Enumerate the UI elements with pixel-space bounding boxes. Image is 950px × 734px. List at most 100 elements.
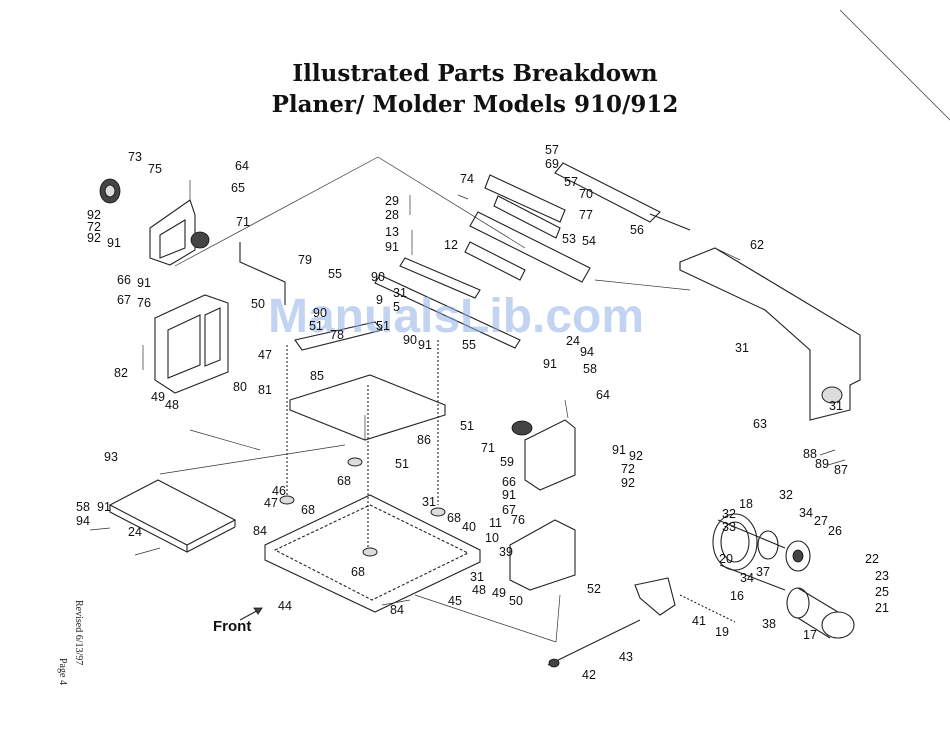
callout-40: 40 xyxy=(462,520,476,534)
callout-91: 91 xyxy=(107,236,121,250)
callout-11: 11 xyxy=(489,516,502,530)
callout-58: 58 xyxy=(76,500,90,514)
right-gearbox xyxy=(509,419,576,591)
callout-51: 51 xyxy=(309,319,323,333)
callout-31: 31 xyxy=(829,399,843,413)
callout-82: 82 xyxy=(114,366,128,380)
callout-68: 68 xyxy=(337,474,351,488)
callout-48: 48 xyxy=(472,583,486,597)
callout-48: 48 xyxy=(165,398,179,412)
callout-64: 64 xyxy=(235,159,249,173)
callout-73: 73 xyxy=(128,150,142,164)
callout-32: 32 xyxy=(779,488,793,502)
callout-67: 67 xyxy=(117,293,131,307)
callout-28: 28 xyxy=(385,208,399,222)
callout-66: 66 xyxy=(117,273,131,287)
threaded-posts xyxy=(279,340,446,557)
callout-46: 46 xyxy=(272,484,286,498)
callout-24: 24 xyxy=(128,525,142,539)
callout-94: 94 xyxy=(580,345,594,359)
callout-92: 92 xyxy=(87,208,101,222)
callout-59: 59 xyxy=(500,455,514,469)
callout-90: 90 xyxy=(371,270,385,284)
callout-57: 57 xyxy=(564,175,578,189)
callout-50: 50 xyxy=(509,594,523,608)
callout-9: 9 xyxy=(376,293,383,307)
callout-72: 72 xyxy=(87,220,101,234)
callout-70: 70 xyxy=(579,187,593,201)
callout-10: 10 xyxy=(485,531,499,545)
callout-64: 64 xyxy=(596,388,610,402)
callout-68: 68 xyxy=(351,565,365,579)
callout-25: 25 xyxy=(875,585,889,599)
callout-51: 51 xyxy=(460,419,474,433)
callout-84: 84 xyxy=(390,603,404,617)
callout-44: 44 xyxy=(278,599,292,613)
callout-89: 89 xyxy=(815,457,829,471)
callout-18: 18 xyxy=(739,497,753,511)
callout-76: 76 xyxy=(511,513,525,527)
callout-50: 50 xyxy=(251,297,265,311)
callout-58: 58 xyxy=(583,362,597,376)
callout-92: 92 xyxy=(621,476,635,490)
left-motor-bracket xyxy=(99,178,210,266)
page-number-label: Page 4 xyxy=(57,658,68,685)
callout-12: 12 xyxy=(444,238,458,252)
callout-76: 76 xyxy=(137,296,151,310)
callout-47: 47 xyxy=(258,348,272,362)
callout-72: 72 xyxy=(621,462,635,476)
page-title: Illustrated Parts Breakdown xyxy=(292,60,658,87)
callout-56: 56 xyxy=(630,223,644,237)
callout-57: 57 xyxy=(545,143,559,157)
callout-31: 31 xyxy=(393,286,407,300)
cutterhead-assembly xyxy=(374,162,691,349)
callout-74: 74 xyxy=(460,172,474,186)
callout-91: 91 xyxy=(137,276,151,290)
callout-69: 69 xyxy=(545,157,559,171)
callout-77: 77 xyxy=(579,208,593,222)
callout-87: 87 xyxy=(834,463,848,477)
page-edge-line xyxy=(839,9,950,121)
callout-55: 55 xyxy=(328,267,342,281)
upper-head-casting xyxy=(289,321,446,441)
callout-49: 49 xyxy=(151,390,165,404)
callout-71: 71 xyxy=(481,441,495,455)
callout-65: 65 xyxy=(231,181,245,195)
callout-66: 66 xyxy=(502,475,516,489)
callout-91: 91 xyxy=(612,443,626,457)
callout-21: 21 xyxy=(875,601,889,615)
revision-label: Revised 6/13/97 xyxy=(73,600,84,665)
callout-90: 90 xyxy=(313,306,327,320)
callout-43: 43 xyxy=(619,650,633,664)
base-with-chain xyxy=(264,494,481,613)
callout-38: 38 xyxy=(762,617,776,631)
left-gearbox-plate xyxy=(142,294,229,394)
callout-37: 37 xyxy=(756,565,770,579)
callout-54: 54 xyxy=(582,234,596,248)
callout-91: 91 xyxy=(543,357,557,371)
infeed-table xyxy=(108,479,237,553)
callout-68: 68 xyxy=(447,511,461,525)
handwheel-shaft xyxy=(547,577,736,668)
callout-49: 49 xyxy=(492,586,506,600)
callout-13: 13 xyxy=(385,225,399,239)
callout-41: 41 xyxy=(692,614,706,628)
page-subtitle: Planer/ Molder Models 910/912 xyxy=(271,91,679,118)
callout-84: 84 xyxy=(253,524,267,538)
callout-78: 78 xyxy=(330,328,344,342)
callout-31: 31 xyxy=(422,495,436,509)
front-label: Front xyxy=(213,618,251,635)
callout-91: 91 xyxy=(385,240,399,254)
callout-81: 81 xyxy=(258,383,272,397)
callout-5: 5 xyxy=(393,300,400,314)
callout-80: 80 xyxy=(233,380,247,394)
crank-handle xyxy=(239,242,286,305)
watermark-text: ManualsLib.com xyxy=(268,290,644,343)
callout-88: 88 xyxy=(803,447,817,461)
front-direction-arrow: Front xyxy=(213,607,263,635)
callout-45: 45 xyxy=(448,594,462,608)
callout-24: 24 xyxy=(566,334,580,348)
